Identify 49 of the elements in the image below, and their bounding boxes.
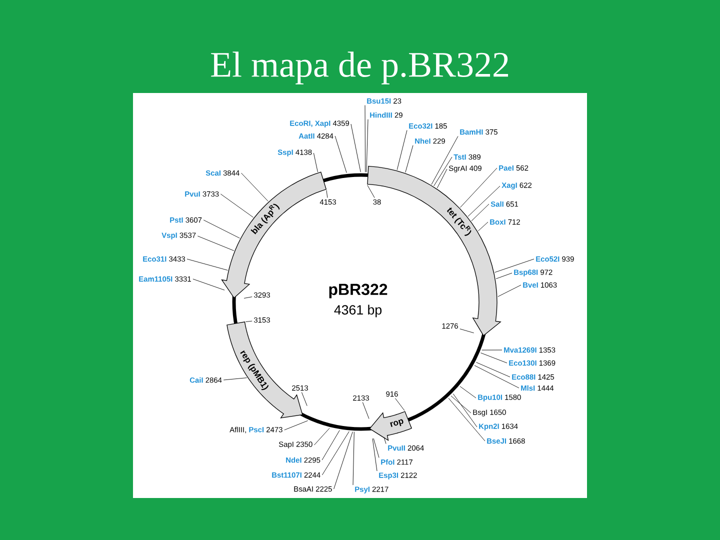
- leader-line: [476, 362, 510, 378]
- leader-line: [452, 394, 478, 428]
- leader-line: [203, 220, 240, 238]
- leader-line: [480, 352, 508, 364]
- leader-line: [405, 145, 414, 173]
- leader-line: [431, 136, 458, 185]
- leader-line: [284, 420, 308, 430]
- leader-line: [474, 365, 520, 388]
- leader-line: [372, 438, 378, 472]
- leader-line: [350, 124, 361, 172]
- leader-line: [367, 184, 375, 198]
- slide-title: El mapa de p.BR322: [211, 52, 508, 84]
- leader-line: [468, 186, 500, 217]
- leader-line: [186, 258, 228, 270]
- leader-line: [366, 119, 368, 172]
- leader-line: [334, 432, 353, 490]
- leader-line: [494, 258, 534, 273]
- leader-line: [373, 438, 380, 458]
- leader-line: [245, 320, 252, 322]
- leader-line: [498, 284, 522, 297]
- leader-line: [448, 398, 486, 442]
- leader-line: [244, 296, 252, 298]
- leader-line: [223, 378, 248, 380]
- leader-line: [301, 392, 308, 406]
- leader-line: [436, 168, 448, 188]
- leader-line: [471, 204, 490, 222]
- leader-line: [384, 436, 386, 444]
- leader-line: [220, 194, 254, 218]
- leader-line: [450, 396, 472, 414]
- leader-line: [313, 152, 318, 172]
- leader-line: [334, 136, 347, 174]
- leader-line: [197, 236, 234, 251]
- leader-line: [460, 328, 474, 334]
- leader-line: [192, 278, 225, 290]
- leader-line: [364, 105, 366, 172]
- leader-line: [396, 130, 408, 170]
- leader-line: [314, 428, 330, 446]
- leader-line: [478, 222, 488, 232]
- leader-line: [241, 172, 268, 202]
- leader-line: [322, 431, 350, 476]
- leader-line: [460, 386, 476, 398]
- leader-line: [460, 168, 498, 208]
- leader-line: [496, 272, 512, 279]
- leader-line: [362, 402, 370, 419]
- leader-line: [434, 156, 452, 186]
- leader-line: [322, 430, 340, 460]
- leader-line: [352, 432, 354, 486]
- leader-line: [326, 190, 328, 198]
- leader-line: [394, 398, 405, 411]
